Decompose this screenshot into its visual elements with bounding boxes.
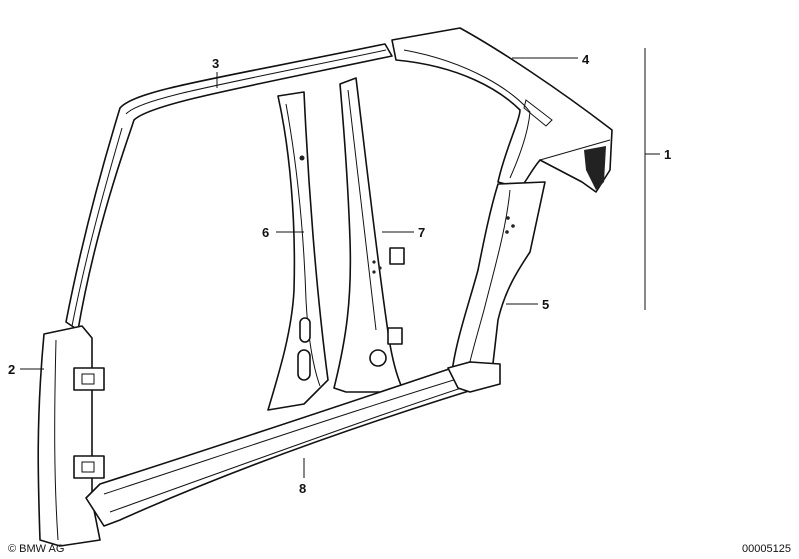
callout-1: 1: [664, 147, 671, 162]
callout-4: 4: [582, 52, 590, 67]
diagram-id: 00005125: [742, 543, 791, 555]
callout-5: 5: [542, 297, 549, 312]
callout-3: 3: [212, 56, 219, 71]
callout-7: 7: [418, 225, 425, 240]
rocker-panel-part[interactable]: [85, 361, 501, 527]
rear-quarter-upper-part[interactable]: [391, 27, 613, 193]
rear-pillar-part[interactable]: [451, 181, 546, 373]
a-pillar-lower-part[interactable]: [37, 325, 105, 547]
b-pillar-outer-part[interactable]: [267, 91, 329, 411]
callout-8: 8: [299, 481, 306, 496]
b-pillar-inner-part[interactable]: [333, 77, 405, 393]
roof-rail-part[interactable]: [65, 43, 393, 331]
callout-6: 6: [262, 225, 269, 240]
copyright-notice: © BMW AG: [8, 543, 65, 555]
callout-2: 2: [8, 362, 15, 377]
